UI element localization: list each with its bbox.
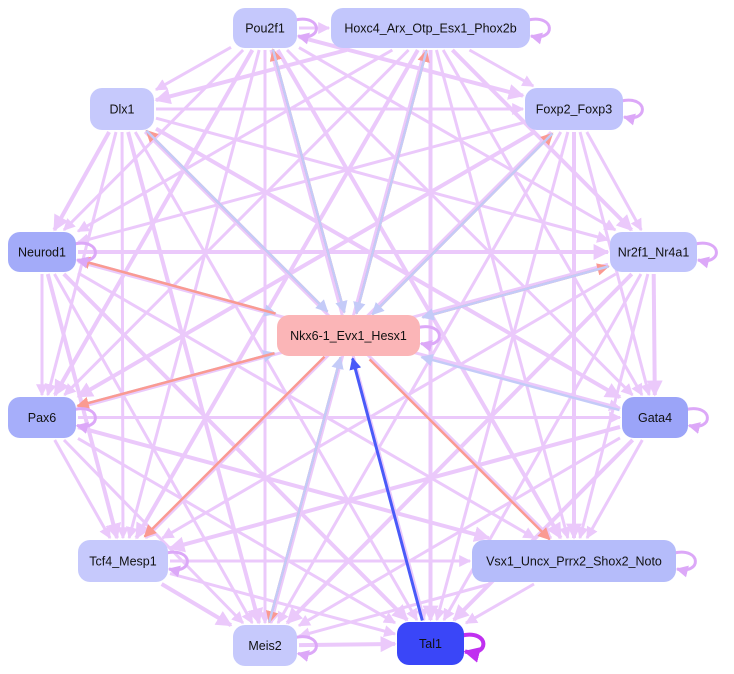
highlight-edges xyxy=(76,48,620,624)
node-tal1[interactable]: Tal1 xyxy=(397,622,464,665)
edge-Tal1-to-Vsx1 xyxy=(464,582,535,625)
node-box[interactable] xyxy=(277,315,420,356)
edge-Nr2f1-to-Nkx xyxy=(421,265,609,321)
node-pou2f1[interactable]: Pou2f1 xyxy=(233,8,297,48)
node-hoxc4[interactable]: Hoxc4_Arx_Otp_Esx1_Phox2b xyxy=(331,8,530,48)
node-box[interactable] xyxy=(233,8,297,48)
edge-Gata4-to-Dlx1 xyxy=(154,126,622,399)
edge-Tcf4-to-Gata4 xyxy=(168,425,621,553)
edge-Dlx1-to-Hoxc4 xyxy=(154,48,348,105)
node-box[interactable] xyxy=(331,8,530,48)
self-loop-Hoxc4 xyxy=(527,17,551,45)
self-loop-Meis2 xyxy=(294,635,318,662)
edge-Dlx1-to-Pou2f1 xyxy=(154,45,232,92)
self-loop-Tcf4 xyxy=(165,550,189,578)
node-nkx[interactable]: Nkx6-1_Evx1_Hesx1 xyxy=(277,315,420,356)
node-box[interactable] xyxy=(472,540,676,582)
self-loop-Vsx1 xyxy=(673,550,697,578)
edge-Gata4-to-Nr2f1 xyxy=(646,273,663,397)
edge-Meis2-to-Gata4 xyxy=(297,436,621,627)
node-vsx1[interactable]: Vsx1_Uncx_Prrx2_Shox2_Noto xyxy=(472,540,676,582)
edge-Meis2-to-Tcf4 xyxy=(160,582,233,627)
edge-Neurod1-to-Foxp2 xyxy=(76,121,524,246)
edge-Tal1-to-Tcf4 xyxy=(169,572,397,637)
node-meis2[interactable]: Meis2 xyxy=(233,625,297,666)
node-box[interactable] xyxy=(8,397,76,438)
node-label: Neurod1 xyxy=(18,246,66,260)
node-tcf4[interactable]: Tcf4_Mesp1 xyxy=(78,540,168,582)
edge-Hoxc4-to-Nkx xyxy=(353,50,428,315)
node-box[interactable] xyxy=(8,232,76,272)
node-label: Foxp2_Foxp3 xyxy=(536,103,612,117)
node-label: Gata4 xyxy=(638,411,672,425)
edge-Pax6-to-Foxp2 xyxy=(76,130,536,399)
edge-Nkx-to-Vsx1 xyxy=(368,358,551,541)
edge-Pou2f1-to-Nkx xyxy=(271,49,348,314)
node-nr2f1[interactable]: Nr2f1_Nr4a1 xyxy=(610,232,697,272)
node-box[interactable] xyxy=(622,397,688,438)
node-label: Pax6 xyxy=(28,411,57,425)
node-label: Tcf4_Mesp1 xyxy=(89,555,156,569)
node-box[interactable] xyxy=(525,88,623,130)
edge-Nr2f1-to-Foxp2 xyxy=(585,131,643,232)
node-box[interactable] xyxy=(78,540,168,582)
edge-Nkx-to-Tcf4 xyxy=(143,355,326,538)
node-label: Vsx1_Uncx_Prrx2_Shox2_Noto xyxy=(486,555,662,569)
edge-Vsx1-to-Neurod1 xyxy=(77,271,536,540)
self-loop-Pax6 xyxy=(73,407,97,434)
self-loop-Nkx xyxy=(417,325,441,352)
edge-Vsx1-to-Gata4 xyxy=(585,439,644,540)
node-label: Pou2f1 xyxy=(245,22,285,36)
node-gata4[interactable]: Gata4 xyxy=(622,397,688,438)
self-loop-Gata4 xyxy=(685,407,709,434)
edge-Tal1-to-Meis2 xyxy=(298,636,397,653)
self-loop-Pou2f1 xyxy=(294,17,318,45)
node-label: Nr2f1_Nr4a1 xyxy=(618,246,690,260)
edge-Gata4-to-Nkx xyxy=(420,353,620,412)
edge-Vsx1-to-Pax6 xyxy=(77,425,491,542)
edge-Foxp2-to-Nkx xyxy=(371,132,554,316)
edge-Tcf4-to-Nr2f1 xyxy=(161,272,617,540)
edge-Vsx1-to-Nr2f1 xyxy=(576,273,650,540)
edge-Neurod1-to-Dlx1 xyxy=(52,131,111,232)
edge-Dlx1-to-Nkx xyxy=(145,129,329,313)
self-loop-Foxp2 xyxy=(620,98,644,126)
node-label: Nkx6-1_Evx1_Hesx1 xyxy=(290,329,407,343)
self-loops xyxy=(73,17,718,663)
node-box[interactable] xyxy=(397,622,464,665)
self-loop-Neurod1 xyxy=(73,241,97,269)
edge-Tcf4-to-Pax6 xyxy=(53,439,112,540)
node-pax6[interactable]: Pax6 xyxy=(8,397,76,438)
node-label: Dlx1 xyxy=(109,103,134,117)
self-loop-Nr2f1 xyxy=(694,241,718,269)
edge-Nkx-to-Neurod1 xyxy=(77,256,276,315)
edge-Meis2-to-Vsx1 xyxy=(297,582,491,640)
node-label: Tal1 xyxy=(419,637,442,651)
node-neurod1[interactable]: Neurod1 xyxy=(8,232,76,272)
edge-Tal1-to-Nkx xyxy=(349,357,424,621)
edge-Nr2f1-to-Dlx1 xyxy=(155,116,610,243)
node-foxp2[interactable]: Foxp2_Foxp3 xyxy=(525,88,623,130)
edge-Meis2-to-Foxp2 xyxy=(276,131,563,625)
background-edges xyxy=(36,22,663,653)
node-box[interactable] xyxy=(233,625,297,666)
edge-Nr2f1-to-Pou2f1 xyxy=(298,46,617,232)
node-label: Meis2 xyxy=(248,639,281,653)
self-loop-Tal1 xyxy=(461,632,486,663)
node-box[interactable] xyxy=(90,88,154,130)
edge-Foxp2-to-Hoxc4 xyxy=(468,48,535,88)
edge-Meis2-to-Nkx xyxy=(267,356,344,623)
node-box[interactable] xyxy=(610,232,697,272)
node-dlx1[interactable]: Dlx1 xyxy=(90,88,154,130)
edge-Nkx-to-Pax6 xyxy=(76,352,275,410)
node-label: Hoxc4_Arx_Otp_Esx1_Phox2b xyxy=(344,22,516,36)
